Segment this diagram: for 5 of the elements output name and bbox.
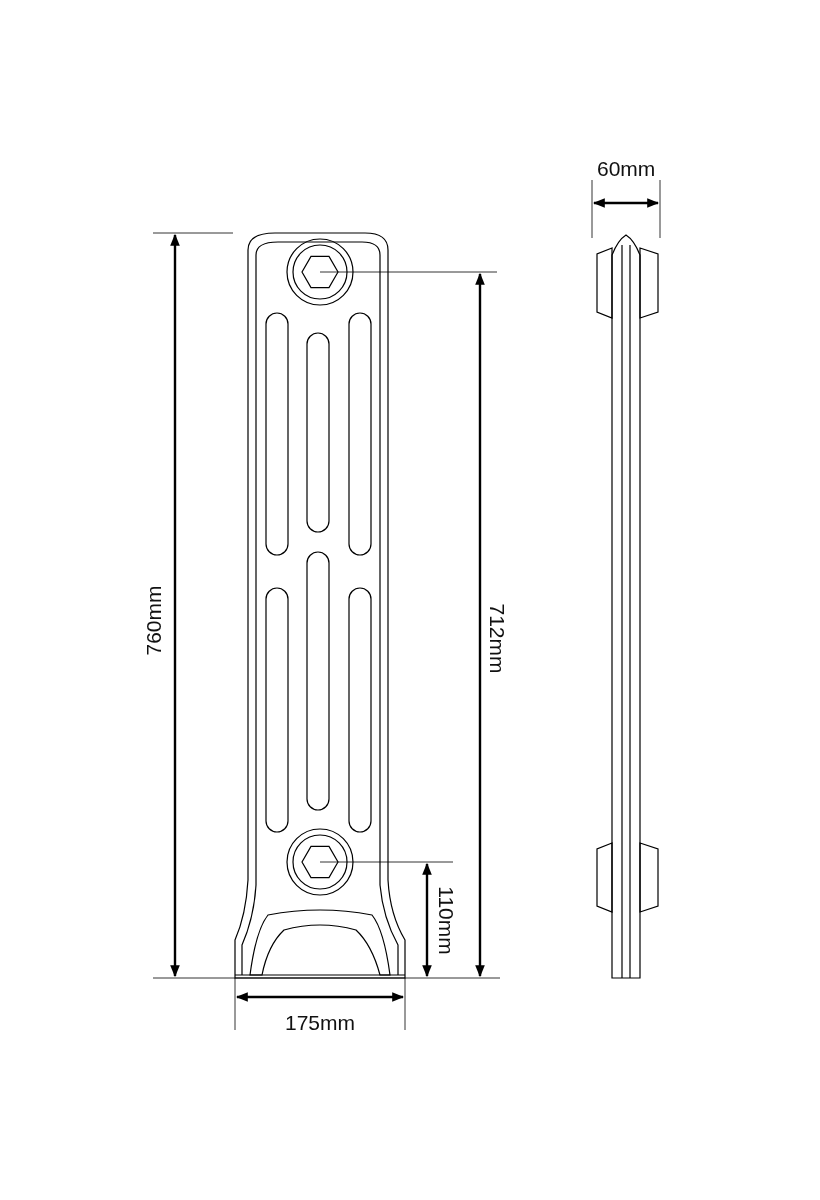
dimension-label: 760mm [142,585,164,655]
dimension-label: 175mm [285,1011,356,1033]
dimension-label: 712mm [486,603,508,673]
dimension-label: 60mm [597,157,656,179]
dimension-label: 110mm [435,885,457,955]
